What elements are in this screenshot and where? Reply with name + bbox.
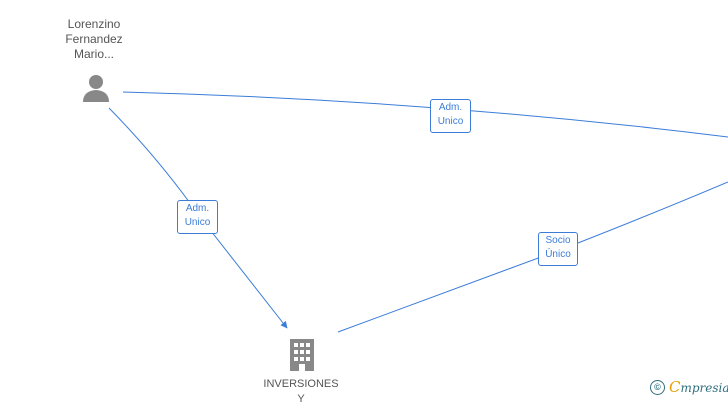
- edge-label-company-to-offscreen[interactable]: Socio Único: [538, 232, 578, 266]
- company-label-line-2: Y: [297, 393, 305, 405]
- brand-initial: C: [669, 378, 681, 396]
- person-label-line-3: Mario...: [73, 47, 114, 61]
- edge-label-qualifier: Único: [545, 249, 571, 260]
- brand-logo: Cmpresia: [669, 378, 728, 396]
- edge-label-person-to-company[interactable]: Adm. Unico: [177, 200, 218, 234]
- person-icon[interactable]: [81, 73, 111, 103]
- person-node-label[interactable]: Lorenzino Fernandez Mario...: [46, 17, 142, 62]
- empresia-watermark: © Cmpresia: [650, 378, 728, 396]
- edge-company-to-offscreen: [337, 181, 728, 333]
- edge-label-qualifier: Unico: [437, 116, 464, 127]
- brand-rest: mpresia: [680, 381, 728, 395]
- copyright-icon: ©: [650, 379, 665, 395]
- edge-label-person-to-offscreen[interactable]: Adm. Unico: [430, 99, 471, 133]
- person-label-line-2: Fernandez: [65, 32, 123, 46]
- edge-label-role: Adm.: [185, 203, 210, 214]
- building-icon[interactable]: [287, 337, 317, 371]
- edge-label-role: Socio: [545, 235, 571, 246]
- edge-person-to-offscreen: [122, 91, 728, 138]
- person-label-line-1: Lorenzino: [67, 17, 121, 31]
- company-label-line-1: INVERSIONES: [263, 378, 339, 390]
- edge-label-qualifier: Unico: [184, 217, 211, 228]
- company-node-label[interactable]: INVERSIONES Y: [246, 377, 356, 407]
- edge-label-role: Adm.: [438, 102, 463, 113]
